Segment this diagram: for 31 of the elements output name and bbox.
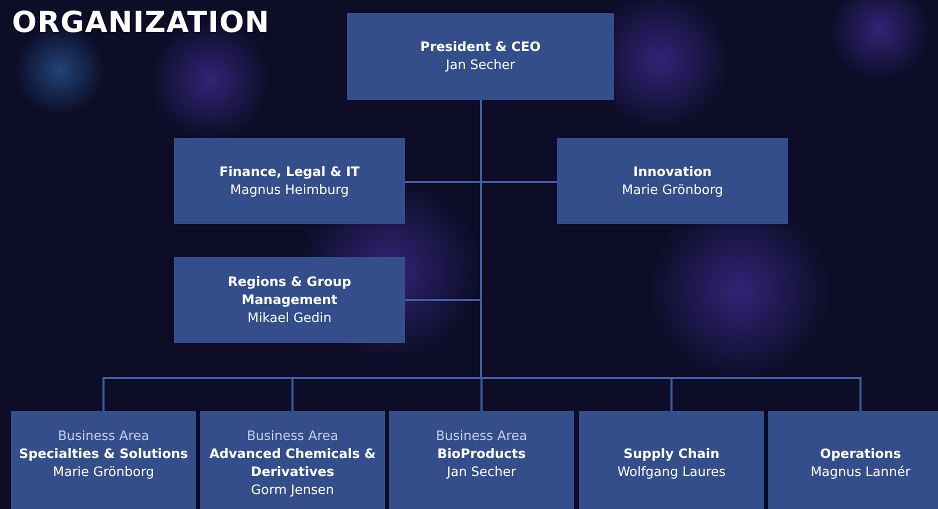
unit-name: Innovation <box>633 164 712 182</box>
org-box <box>200 411 385 509</box>
person-name: Gorm Jensen <box>250 482 334 500</box>
org-box <box>174 138 405 224</box>
category-label: Business Area <box>436 428 528 446</box>
unit-name: Specialties & Solutions <box>18 446 188 464</box>
person-name: Marie Grönborg <box>52 464 154 482</box>
category-label: Business Area <box>58 428 150 446</box>
org-box <box>579 411 764 509</box>
org-box <box>347 13 614 100</box>
unit-name: Operations <box>820 446 901 464</box>
person-name: Jan Secher <box>446 57 516 75</box>
unit-name: President & CEO <box>420 39 541 57</box>
person-name: Magnus Lannér <box>810 464 910 482</box>
org-box <box>174 257 405 343</box>
person-name: Magnus Heimburg <box>230 182 349 200</box>
title: ORGANIZATION <box>12 8 270 37</box>
org-box <box>768 411 938 509</box>
unit-name: Regions & Group Management <box>226 274 352 310</box>
unit-name: BioProducts <box>437 446 526 464</box>
person-name: Jan Secher <box>446 464 516 482</box>
org-box <box>389 411 574 509</box>
person-name: Mikael Gedin <box>247 310 332 328</box>
person-name: Marie Grönborg <box>622 182 724 200</box>
unit-name: Finance, Legal & IT <box>219 164 360 182</box>
unit-name: Advanced Chemicals & Derivatives <box>208 446 377 482</box>
category-label: Business Area <box>246 428 338 446</box>
org-box <box>557 138 788 224</box>
unit-name: Supply Chain <box>624 446 720 464</box>
org-box <box>11 411 196 509</box>
person-name: Wolfgang Laures <box>617 464 726 482</box>
